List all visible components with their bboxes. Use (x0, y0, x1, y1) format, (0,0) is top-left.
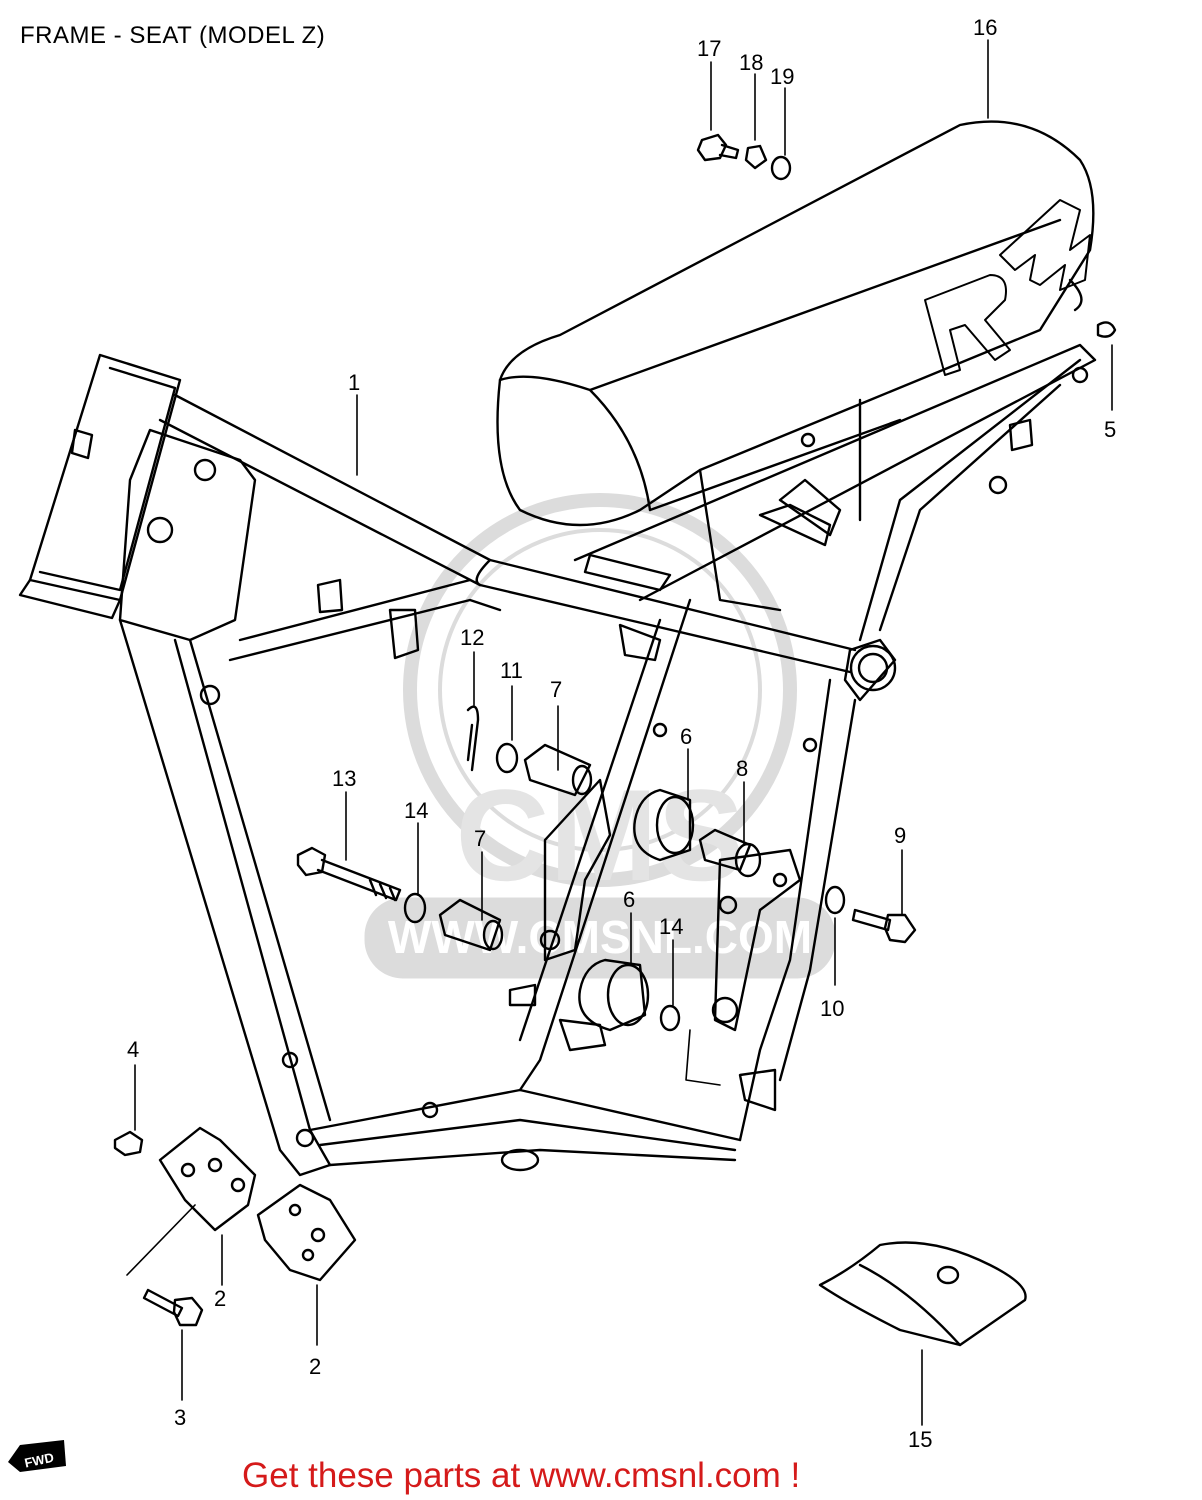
callout-11: 11 (500, 658, 523, 683)
part-5-clip (1096, 321, 1117, 338)
page-title: FRAME - SEAT (MODEL Z) (20, 22, 326, 49)
callout-17: 17 (697, 36, 721, 61)
callout-7b: 7 (474, 826, 486, 851)
part-6-bushing-upper (633, 788, 695, 862)
promo-link[interactable]: Get these parts at www.cmsnl.com ! (242, 1456, 801, 1495)
part-11-washer (495, 742, 519, 774)
fwd-arrow-icon: FWD (8, 1440, 66, 1472)
part-3-bolt (142, 1288, 204, 1327)
part-12-cotter-pin (466, 705, 480, 772)
callout-numbers: 1 2 2 3 4 5 6 6 7 7 8 9 10 11 12 13 14 1… (127, 15, 1116, 1452)
callout-10: 10 (820, 996, 844, 1021)
part-2-plate-lower (256, 1183, 357, 1282)
callout-12: 12 (460, 625, 484, 650)
callout-13: 13 (332, 766, 356, 791)
part-19-washer (770, 155, 792, 181)
fwd-label: FWD (23, 1450, 55, 1471)
callout-8: 8 (736, 756, 748, 781)
callout-14b: 14 (659, 914, 683, 939)
part-14-washer-left (403, 892, 427, 924)
part-6-bushing-lower (578, 958, 650, 1032)
callout-15: 15 (908, 1427, 932, 1452)
leader-lines (126, 39, 1113, 1426)
part-2-plate-upper (158, 1126, 257, 1232)
part-17-bolt (696, 133, 740, 162)
part-4-nut (113, 1130, 144, 1157)
callout-18: 18 (739, 50, 763, 75)
part-15-cover (818, 1241, 1027, 1347)
part-7-collar-upper (523, 743, 593, 797)
part-7-collar-lower (438, 898, 504, 952)
part-9-bolt (851, 908, 917, 944)
callout-5: 5 (1104, 417, 1116, 442)
callout-14a: 14 (404, 798, 428, 823)
frame (18, 343, 1097, 1177)
seat-rm-logo (924, 199, 1091, 376)
callout-9: 9 (894, 823, 906, 848)
part-14-washer-right (659, 1004, 681, 1032)
callout-16: 16 (973, 15, 997, 40)
callout-7a: 7 (550, 677, 562, 702)
watermark-url: WWW.CMSNL.COM (388, 911, 812, 963)
part-18-nut (744, 144, 768, 170)
callout-2b: 2 (309, 1354, 321, 1379)
callout-19: 19 (770, 64, 794, 89)
part-13-bolt (296, 846, 402, 902)
callout-6a: 6 (680, 724, 692, 749)
callout-1: 1 (348, 370, 360, 395)
part-10-washer (824, 885, 846, 915)
callout-3: 3 (174, 1405, 186, 1430)
callout-2a: 2 (214, 1286, 226, 1311)
part-8-spacer (698, 828, 762, 878)
seat (496, 120, 1095, 612)
callout-4: 4 (127, 1037, 139, 1062)
callout-6b: 6 (623, 887, 635, 912)
